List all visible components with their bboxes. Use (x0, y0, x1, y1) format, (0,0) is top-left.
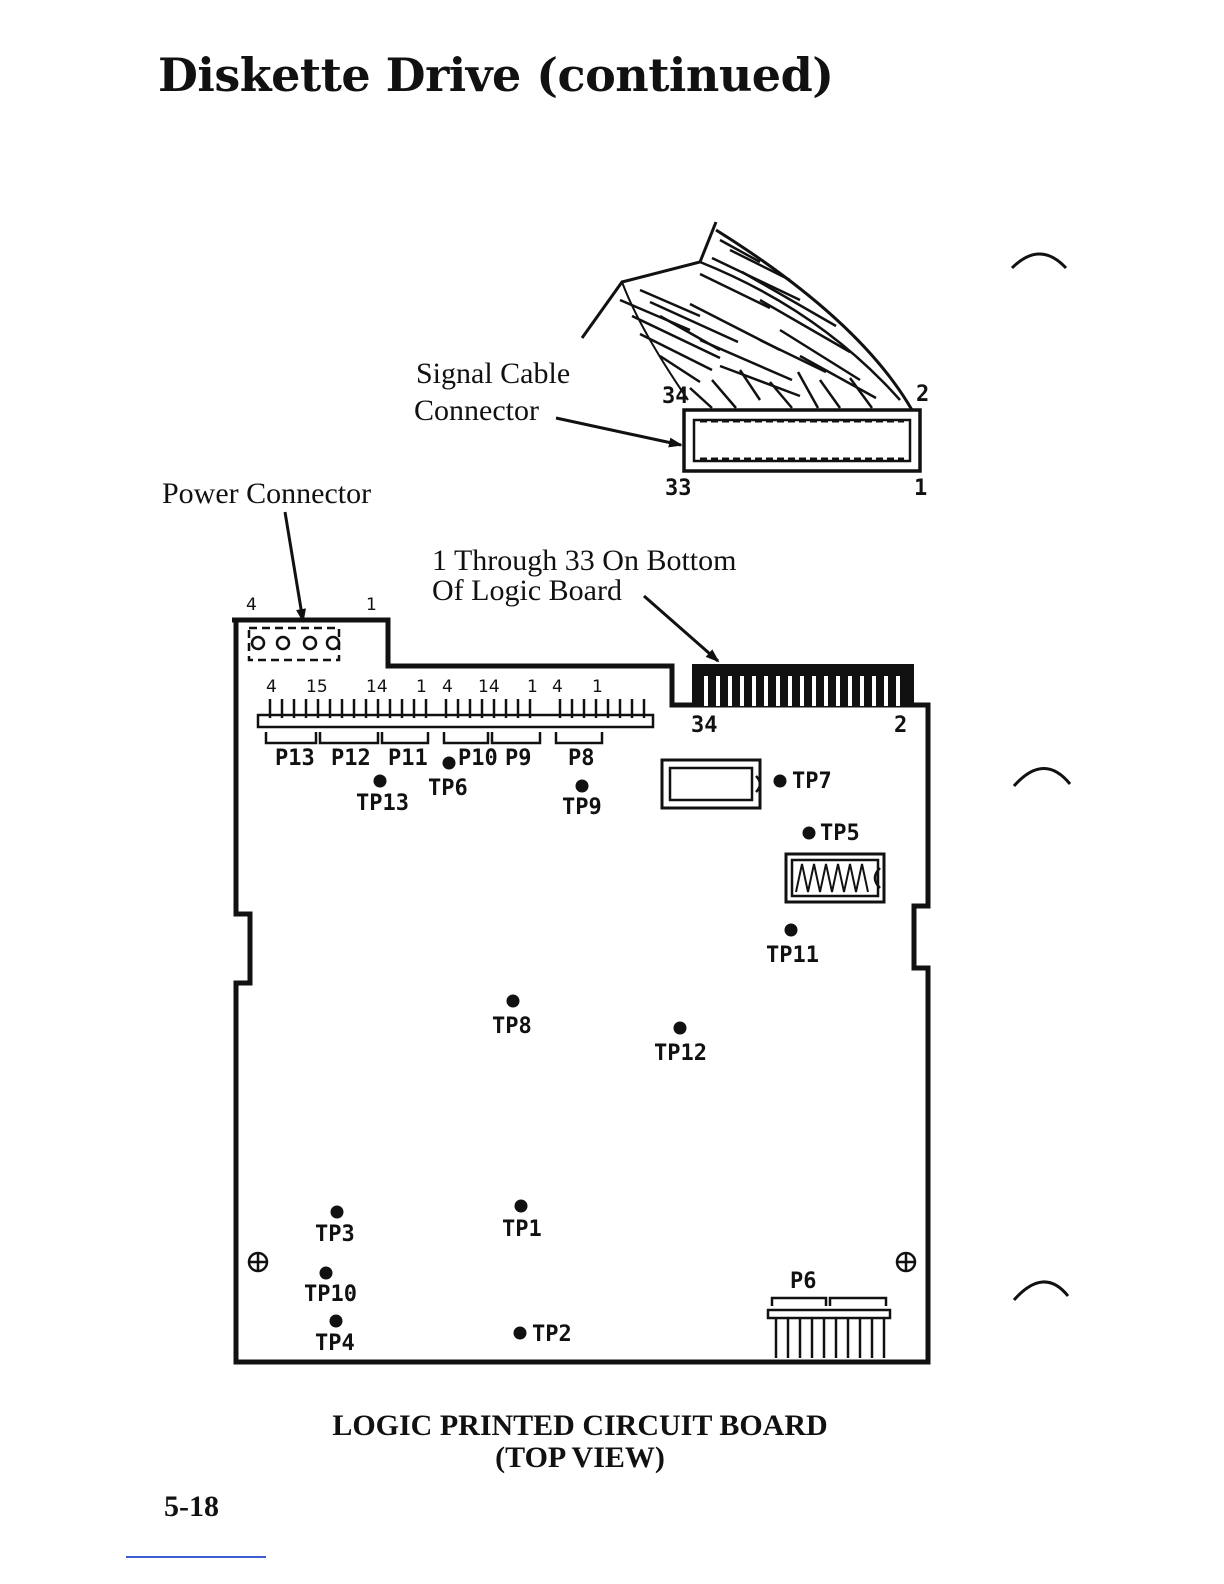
power-connector (249, 628, 339, 660)
connector-p6 (768, 1298, 890, 1358)
jumper-pin-label: 14 (366, 677, 388, 697)
test-point-tp3-dot (331, 1206, 344, 1219)
test-point-tp4-dot (330, 1315, 343, 1328)
bottom-note-line1: 1 Through 33 On Bottom (432, 544, 736, 577)
test-point-tp11-label: TP11 (766, 943, 819, 968)
test-point-tp6-dot (443, 757, 456, 770)
test-point-tp8-label: TP8 (492, 1014, 532, 1039)
jumper-block (258, 699, 653, 743)
figure-caption: LOGIC PRINTED CIRCUIT BOARD (TOP VIEW) (300, 1410, 860, 1474)
bottom-note-line2: Of Logic Board (432, 574, 622, 607)
test-point-tp7-dot (774, 775, 787, 788)
connector-p6-label: P6 (790, 1269, 817, 1294)
test-point-tp12-dot (674, 1022, 687, 1035)
jumper-pin-label: 14 (478, 677, 500, 697)
jumper-pin-label: 4 (442, 677, 453, 697)
bottom-rule (126, 1556, 266, 1558)
cable-pin-34-label: 34 (662, 384, 689, 409)
jumper-p11-label: P11 (388, 746, 428, 771)
jumper-p10-label: P10 (458, 746, 498, 771)
cable-pin-2-label: 2 (916, 382, 929, 407)
binder-tab-mark (1014, 1282, 1068, 1300)
edge-pin-2-label: 2 (894, 713, 907, 738)
logic-board-outline (232, 620, 928, 1362)
test-point-tp11-dot (785, 924, 798, 937)
page-number: 5-18 (164, 1490, 219, 1524)
jumper-pin-label: 1 (592, 677, 603, 697)
test-point-tp8-dot (507, 995, 520, 1008)
jumper-pin-label: 15 (306, 677, 328, 697)
test-point-tp13-dot (374, 775, 387, 788)
edge-connector (692, 664, 914, 706)
test-point-tp10-dot (320, 1267, 333, 1280)
power-connector-callout: Power Connector (162, 477, 371, 510)
test-point-tp5-dot (803, 827, 816, 840)
binder-tab-mark (1012, 254, 1066, 268)
cable-pin-1-label: 1 (914, 476, 927, 501)
jumper-p8-label: P8 (568, 746, 595, 771)
mounting-hole-right (897, 1253, 915, 1271)
test-point-tp12-label: TP12 (654, 1041, 707, 1066)
jumper-p9-label: P9 (505, 746, 532, 771)
jumper-p13-label: P13 (275, 746, 315, 771)
test-point-tp4-label: TP4 (315, 1331, 355, 1356)
jumper-p12-label: P12 (331, 746, 371, 771)
test-point-tp13-label: TP13 (356, 791, 409, 816)
test-point-tp1-label: TP1 (502, 1217, 542, 1242)
test-point-tp1-dot (515, 1200, 528, 1213)
test-point-tp6-label: TP6 (428, 776, 468, 801)
test-point-tp5-label: TP5 (820, 821, 860, 846)
power-pin-4-label: 4 (246, 595, 257, 615)
test-point-tp9-dot (576, 780, 589, 793)
caption-line-1: LOGIC PRINTED CIRCUIT BOARD (300, 1410, 860, 1442)
power-pin-1-label: 1 (366, 595, 377, 615)
cable-pin-33-label: 33 (665, 476, 692, 501)
test-point-tp7-label: TP7 (792, 769, 832, 794)
signal-cable-arrow (556, 418, 681, 445)
caption-line-2: (TOP VIEW) (300, 1442, 860, 1474)
edge-pin-34-label: 34 (691, 713, 718, 738)
jumper-pin-label: 4 (552, 677, 563, 697)
test-point-tp2-label: TP2 (532, 1322, 572, 1347)
jumper-pin-label: 1 (527, 677, 538, 697)
signal-cable-callout-line1: Signal Cable (416, 357, 570, 390)
test-point-tp9-label: TP9 (562, 795, 602, 820)
jumper-pin-label: 4 (266, 677, 277, 697)
test-point-tp3-label: TP3 (315, 1222, 355, 1247)
jumper-pin-label: 1 (416, 677, 427, 697)
edge-connector-arrow (644, 596, 718, 661)
binder-tab-mark (1014, 768, 1070, 786)
ic-chip-lower (786, 854, 884, 902)
signal-ribbon-cable (582, 222, 912, 410)
test-point-tp2-dot (514, 1327, 527, 1340)
mounting-hole-left (249, 1253, 267, 1271)
signal-cable-callout-line2: Connector (414, 394, 539, 427)
signal-cable-connector (684, 410, 920, 471)
ic-chip-upper (662, 760, 760, 808)
power-connector-arrow (285, 512, 303, 621)
test-point-tp10-label: TP10 (304, 1282, 357, 1307)
